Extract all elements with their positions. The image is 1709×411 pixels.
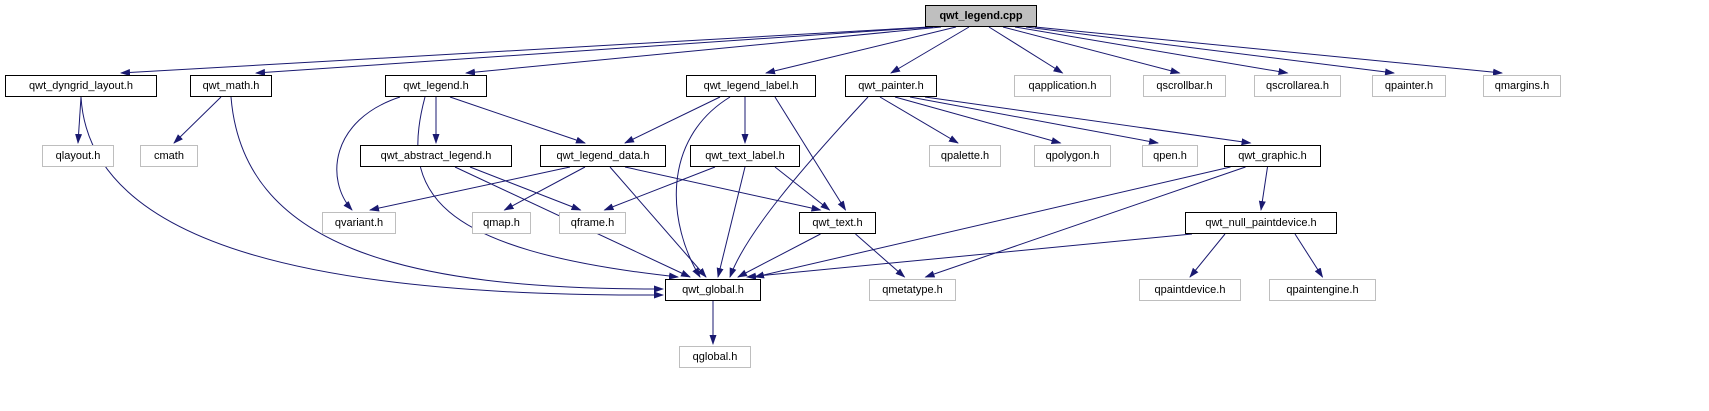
edge-null_pd-to-qpaintengine: [1294, 233, 1324, 278]
edge-qwt_text-to-global: [737, 233, 821, 278]
edge-cpp-to-qscrollbar: [1002, 26, 1181, 75]
edge-cpp-to-math: [255, 26, 934, 76]
edge-abstract-to-qframe: [469, 166, 582, 211]
edge-dyngrid-to-qlayout: [75, 96, 83, 144]
edge-dyngrid-to-global: [80, 96, 664, 299]
graph-node-graphic[interactable]: qwt_graphic.h: [1224, 145, 1321, 167]
edge-cpp-to-qpainter: [1025, 26, 1395, 76]
graph-node-qscrollbar: qscrollbar.h: [1143, 75, 1226, 97]
edge-legend_data-to-qmap: [503, 166, 586, 211]
graph-node-cmath: cmath: [140, 145, 198, 167]
graph-node-text_label[interactable]: qwt_text_label.h: [690, 145, 800, 167]
graph-node-qglobal: qglobal.h: [679, 346, 751, 368]
edge-painter-to-qpalette: [879, 96, 959, 144]
graph-node-global[interactable]: qwt_global.h: [665, 279, 761, 301]
graph-node-qlayout: qlayout.h: [42, 145, 114, 167]
edge-qwt_text-to-qmetatype: [855, 233, 906, 278]
edge-cpp-to-legend: [465, 26, 942, 76]
edge-math-to-global: [230, 96, 664, 293]
graph-node-legend_data[interactable]: qwt_legend_data.h: [540, 145, 666, 167]
graph-node-math[interactable]: qwt_math.h: [190, 75, 272, 97]
edge-painter-to-graphic: [924, 96, 1252, 146]
edge-painter-to-qpolygon: [894, 96, 1062, 144]
graph-node-qpolygon: qpolygon.h: [1034, 145, 1111, 167]
graph-node-qpen: qpen.h: [1142, 145, 1198, 167]
graph-node-qmetatype: qmetatype.h: [869, 279, 956, 301]
graph-node-qframe: qframe.h: [559, 212, 626, 234]
graph-node-abstract[interactable]: qwt_abstract_legend.h: [360, 145, 512, 167]
edge-painter-to-global: [729, 96, 869, 278]
graph-node-qwt_text[interactable]: qwt_text.h: [799, 212, 876, 234]
edge-graphic-to-qmetatype: [924, 166, 1246, 278]
graph-node-qmap: qmap.h: [472, 212, 531, 234]
edge-legend_data-to-qvariant: [369, 166, 571, 212]
edge-cpp-to-qapplication: [988, 26, 1064, 74]
edge-text_label-to-global: [716, 166, 746, 278]
edge-legend-to-global: [417, 96, 679, 280]
graph-node-qvariant: qvariant.h: [322, 212, 396, 234]
graph-node-qpalette: qpalette.h: [929, 145, 1001, 167]
edge-cpp-to-painter: [890, 26, 970, 74]
edge-math-to-cmath: [173, 96, 222, 144]
graph-node-null_pd[interactable]: qwt_null_paintdevice.h: [1185, 212, 1337, 234]
edge-text_label-to-qframe: [603, 166, 716, 211]
graph-node-qapplication: qapplication.h: [1014, 75, 1111, 97]
graph-node-dyngrid[interactable]: qwt_dyngrid_layout.h: [5, 75, 157, 97]
graph-node-qmargins: qmargins.h: [1483, 75, 1561, 97]
edge-null_pd-to-global: [746, 233, 1193, 280]
edge-legend_label-to-legend_data: [624, 96, 721, 144]
edge-legend_data-to-qwt_text: [624, 166, 822, 212]
edge-legend-to-qvariant: [336, 96, 401, 211]
edge-cpp-to-qmargins: [1034, 26, 1503, 76]
graph-node-qpaintdevice: qpaintdevice.h: [1139, 279, 1241, 301]
edge-graphic-to-global: [754, 166, 1231, 279]
graph-node-legend[interactable]: qwt_legend.h: [385, 75, 487, 97]
edge-cpp-to-legend_label: [765, 26, 957, 75]
graph-node-qscrollarea: qscrollarea.h: [1254, 75, 1341, 97]
graph-node-legend_label[interactable]: qwt_legend_label.h: [686, 75, 816, 97]
edge-legend_label-to-qwt_text: [774, 96, 847, 211]
edge-cpp-to-qscrollarea: [1014, 26, 1289, 75]
graph-node-qpainter: qpainter.h: [1372, 75, 1446, 97]
edge-text_label-to-qwt_text: [774, 166, 831, 211]
graph-node-qpaintengine: qpaintengine.h: [1269, 279, 1376, 301]
edge-graphic-to-null_pd: [1258, 166, 1268, 211]
edge-null_pd-to-qpaintdevice: [1189, 233, 1226, 278]
graph-node-painter[interactable]: qwt_painter.h: [845, 75, 937, 97]
edge-cpp-to-dyngrid: [120, 26, 930, 76]
graph-node-cpp: qwt_legend.cpp: [925, 5, 1037, 27]
edge-legend-to-legend_data: [449, 96, 586, 144]
edge-legend_label-to-global: [675, 96, 731, 278]
edge-painter-to-qpen: [909, 96, 1159, 145]
